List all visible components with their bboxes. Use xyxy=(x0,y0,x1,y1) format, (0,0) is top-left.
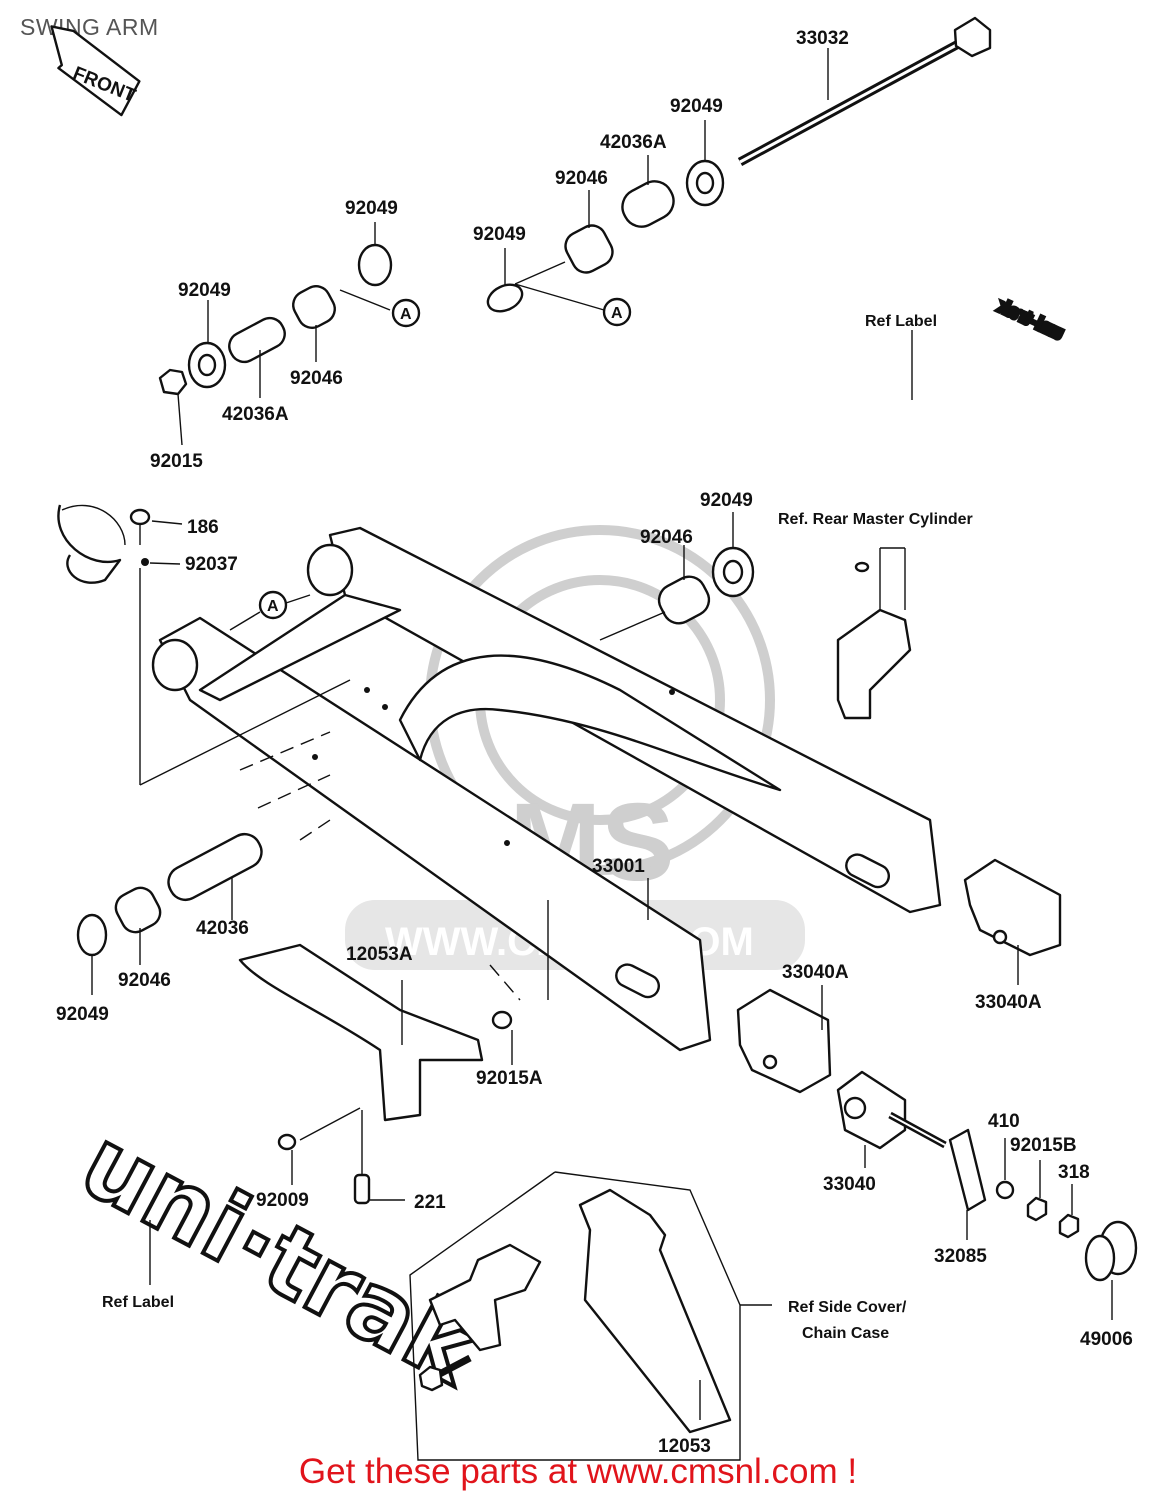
callout-33040a: 33040A xyxy=(782,962,849,983)
ref-side-cover-line1: Ref Side Cover/ xyxy=(788,1299,907,1316)
marker-a-1: A xyxy=(602,297,632,327)
callout-49006: 49006 xyxy=(1080,1329,1133,1350)
right-pivot-bushings xyxy=(599,512,755,641)
callout-labels: 33032 92049 42036A 92046 92049 92049 920… xyxy=(56,28,1133,1457)
callout-92037: 92037 xyxy=(185,554,238,575)
ref-label-bottom: Ref Label xyxy=(102,1294,174,1311)
ref-label-top: Ref Label xyxy=(865,313,937,330)
callout-318: 318 xyxy=(1058,1162,1090,1183)
callout-33032: 33032 xyxy=(796,28,849,49)
callout-42036a: 42036A xyxy=(600,132,667,153)
callout-33040a: 33040A xyxy=(975,992,1042,1013)
side-cover-group xyxy=(409,1171,772,1461)
page-title: SWING ARM xyxy=(20,14,159,40)
upper-right-bushings xyxy=(486,120,725,326)
svg-text:A: A xyxy=(267,598,279,615)
callout-42036: 42036 xyxy=(196,918,249,939)
upper-left-bushings xyxy=(158,222,420,446)
callout-33001: 33001 xyxy=(592,856,645,877)
get-parts-banner[interactable]: Get these parts at www.cmsnl.com ! xyxy=(298,1452,858,1491)
callout-92049: 92049 xyxy=(56,1004,109,1025)
callout-186: 186 xyxy=(187,517,219,538)
callout-92046: 92046 xyxy=(118,970,171,991)
callout-92009: 92009 xyxy=(256,1190,309,1211)
pivot-bolt xyxy=(737,16,992,166)
upper-decal-text: uni-trak xyxy=(994,296,1066,345)
marker-a-2: A xyxy=(391,298,421,328)
callout-92015: 92015 xyxy=(150,451,203,472)
svg-text:A: A xyxy=(611,305,623,322)
front-arrow: FRONT xyxy=(50,25,141,117)
callout-32085: 32085 xyxy=(934,1246,987,1267)
callout-92015a: 92015A xyxy=(476,1068,543,1089)
callout-92049: 92049 xyxy=(345,198,398,219)
callout-33040: 33040 xyxy=(823,1174,876,1195)
callout-221: 221 xyxy=(414,1192,446,1213)
rear-master-bracket xyxy=(836,547,912,720)
callout-92015b: 92015B xyxy=(1010,1135,1077,1156)
callout-92046: 92046 xyxy=(640,527,693,548)
callout-92049: 92049 xyxy=(473,224,526,245)
callout-12053: 12053 xyxy=(658,1436,711,1457)
callout-42036a: 42036A xyxy=(222,404,289,425)
callout-92046: 92046 xyxy=(290,368,343,389)
callout-410: 410 xyxy=(988,1111,1020,1132)
swing-arm-body xyxy=(139,526,942,1052)
svg-text:A: A xyxy=(400,306,412,323)
marker-a-3: A xyxy=(229,590,311,631)
chain-adjusters xyxy=(736,858,1138,1320)
lower-decal-text: uni·trak xyxy=(64,1106,496,1407)
lower-left-bushings xyxy=(76,832,263,995)
callout-92046: 92046 xyxy=(555,168,608,189)
chain-guide xyxy=(57,504,183,785)
callout-92049: 92049 xyxy=(670,96,723,117)
callout-92049: 92049 xyxy=(178,280,231,301)
callout-92049: 92049 xyxy=(700,490,753,511)
ref-side-cover-line2: Chain Case xyxy=(802,1325,889,1342)
upper-decal: uni-trak xyxy=(911,294,1069,400)
lower-decal: uni·trak xyxy=(62,1104,498,1409)
chain-guard xyxy=(238,943,513,1205)
ref-rear-master-cylinder: Ref. Rear Master Cylinder xyxy=(778,511,973,528)
callout-12053a: 12053A xyxy=(346,944,413,965)
